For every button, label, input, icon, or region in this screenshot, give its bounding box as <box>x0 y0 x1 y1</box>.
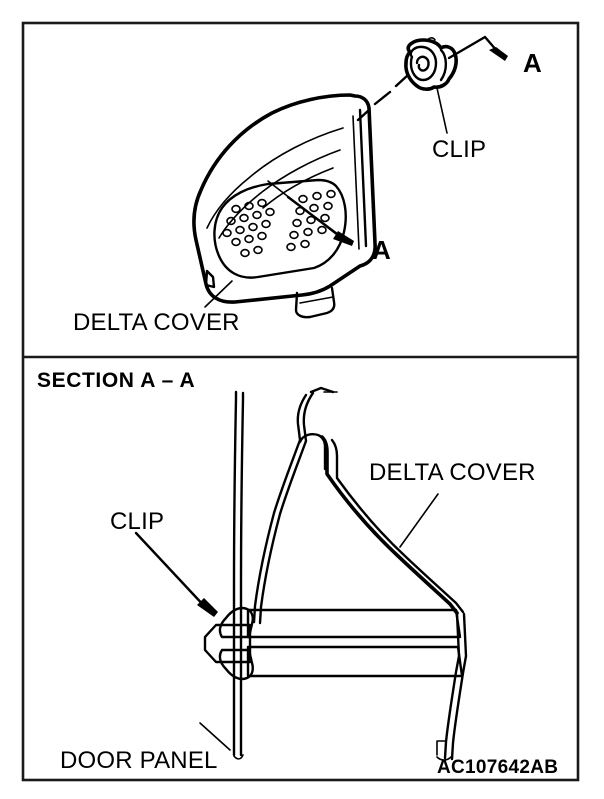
delta-cover-tab-left <box>204 269 216 289</box>
delta-cover-crease-3 <box>262 167 334 209</box>
delta-cover-section-label: DELTA COVER <box>369 459 536 486</box>
door-panel-section-profile <box>232 390 245 760</box>
cover-body-sweep-upper <box>320 435 459 615</box>
cover-right-leg-inner <box>450 612 468 761</box>
clip-top-nub <box>426 37 436 42</box>
drawing-code: AC107642AB <box>437 757 558 778</box>
door-panel-leader-line <box>199 722 231 751</box>
section-mark-upper-label: A <box>523 48 542 78</box>
delta-cover-section-leader-line <box>399 493 439 548</box>
clip-inner-spiral <box>415 55 430 72</box>
clip-section-arrow <box>134 531 218 617</box>
delta-cover-section-profile <box>252 386 468 761</box>
delta-cover-label: DELTA COVER <box>73 309 240 336</box>
delta-cover-edge-line-b <box>352 115 360 250</box>
figure-border <box>21 21 580 782</box>
assembly-view-panel: CLIP A <box>73 35 542 336</box>
clip-section-arrow-head <box>197 598 218 617</box>
section-arrow-lower-head <box>333 231 354 246</box>
delta-cover-outline <box>192 93 377 304</box>
section-arrow-lower-leader <box>286 195 347 242</box>
clip-mounting-dashed-line <box>356 73 410 122</box>
section-view-panel: SECTION A – A <box>37 369 536 774</box>
cover-return-flange <box>298 433 327 471</box>
clip-head-ring <box>409 45 438 82</box>
clip-label: CLIP <box>432 136 486 163</box>
delta-cover-edge-line-a <box>358 108 368 248</box>
clip-section-leader-line <box>134 531 209 611</box>
delta-cover-illustration <box>192 93 377 319</box>
clip-section-profile <box>203 606 254 681</box>
delta-cover-leader-line <box>204 280 233 308</box>
section-arrow-upper <box>447 35 508 61</box>
delta-cover-tab-bottom <box>294 286 336 319</box>
door-panel-label: DOOR PANEL <box>60 747 218 774</box>
clip-shoulder-crease <box>439 48 448 82</box>
door-panel-edge-left <box>232 390 238 757</box>
delta-cover-crease-2 <box>218 149 341 239</box>
grille-perforations-left <box>222 198 275 258</box>
clip-body-outline <box>404 38 458 91</box>
section-mark-lower-label: A <box>372 235 391 265</box>
section-arrow-upper-head <box>489 47 508 61</box>
cover-outer-skin-inner <box>258 391 315 625</box>
cover-top-hook <box>309 386 335 394</box>
door-panel-break-bottom <box>233 754 244 760</box>
clip-upper-barb <box>218 606 254 639</box>
clip-lower-barb <box>218 648 254 681</box>
section-heading: SECTION A – A <box>37 369 195 392</box>
clip-illustration <box>404 37 458 91</box>
clip-leader-line <box>436 87 448 134</box>
cover-outer-skin <box>252 393 308 624</box>
grille-perforations-right <box>286 189 336 252</box>
clip-section-label: CLIP <box>110 508 164 535</box>
cover-right-leg-break <box>436 756 452 761</box>
trim-bars <box>246 608 464 678</box>
trim-bar-upper <box>246 608 462 639</box>
delta-cover-crease-1 <box>206 127 344 229</box>
speaker-grille-recess <box>213 178 347 279</box>
trim-bar-lower <box>246 645 464 678</box>
delta-cover-tab-bottom-crease <box>299 296 334 304</box>
cover-right-leg-step <box>436 740 446 756</box>
cover-right-leg-outer <box>443 612 461 760</box>
door-panel-edge-right <box>239 391 245 757</box>
clip-center-flange <box>203 623 252 664</box>
cover-body-sweep-lower <box>330 438 465 614</box>
section-arrow-lower <box>286 195 354 246</box>
